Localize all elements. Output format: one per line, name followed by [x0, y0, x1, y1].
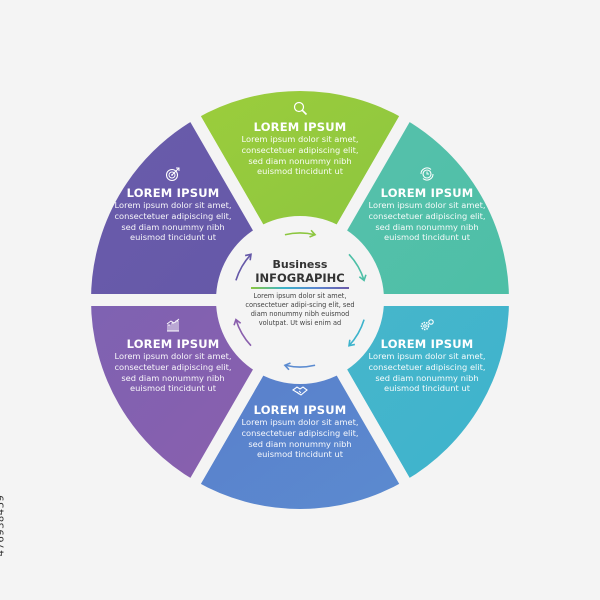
arrowhead-icon [283, 362, 291, 371]
segment-body: Lorem ipsum dolor sit amet, consectetuer… [241, 417, 359, 460]
segment-body: Lorem ipsum dolor sit amet, consectetuer… [241, 134, 359, 177]
segment-6-content: LOREM IPSUM Lorem ipsum dolor sit amet, … [108, 166, 238, 243]
segment-title: LOREM IPSUM [126, 337, 220, 351]
segment-body: Lorem ipsum dolor sit amet, consectetuer… [368, 351, 486, 394]
segment-title: LOREM IPSUM [253, 403, 347, 417]
segment-body: Lorem ipsum dolor sit amet, consectetuer… [368, 200, 486, 243]
segment-1-content: LOREM IPSUM Lorem ipsum dolor sit amet, … [235, 100, 365, 177]
segment-body: Lorem ipsum dolor sit amet, consectetuer… [114, 351, 232, 394]
clock-cycle-icon [420, 167, 434, 181]
handshake-icon [292, 386, 308, 396]
arrowhead-icon [244, 253, 252, 261]
center-title: Business [272, 258, 328, 271]
segment-title: LOREM IPSUM [253, 120, 347, 134]
arrowhead-icon [358, 274, 367, 282]
segment-5-content: LOREM IPSUM Lorem ipsum dolor sit amet, … [108, 317, 238, 394]
segment-body: Lorem ipsum dolor sit amet, consectetuer… [114, 200, 232, 243]
segment-title: LOREM IPSUM [126, 186, 220, 200]
magnifier-icon [293, 101, 308, 116]
cycle-arrow-4 [284, 364, 316, 368]
segment-title: LOREM IPSUM [380, 337, 474, 351]
segment-2-content: LOREM IPSUM Lorem ipsum dolor sit amet, … [362, 166, 492, 243]
center-hub: Business INFOGRAPIHC Lorem ipsum dolor s… [245, 258, 355, 328]
center-body: Lorem ipsum dolor sit amet, consectetuer… [245, 292, 355, 327]
gears-icon [420, 319, 434, 331]
center-subtitle: INFOGRAPIHC [255, 271, 345, 285]
segment-3-content: LOREM IPSUM Lorem ipsum dolor sit amet, … [362, 317, 492, 394]
arrowhead-icon [309, 229, 317, 238]
center-gradient-bar [251, 287, 349, 289]
watermark-id: 476938459 [0, 494, 7, 557]
arrowhead-icon [233, 318, 242, 326]
bar-chart-icon [166, 318, 180, 332]
segment-5 [79, 294, 267, 493]
segment-4-content: LOREM IPSUM Lorem ipsum dolor sit amet, … [235, 383, 365, 460]
cycle-arrow-1 [284, 232, 316, 236]
segment-2 [333, 107, 521, 306]
arrowhead-icon [348, 339, 356, 347]
segment-title: LOREM IPSUM [380, 186, 474, 200]
target-icon [165, 167, 180, 182]
segment-6 [79, 107, 267, 306]
